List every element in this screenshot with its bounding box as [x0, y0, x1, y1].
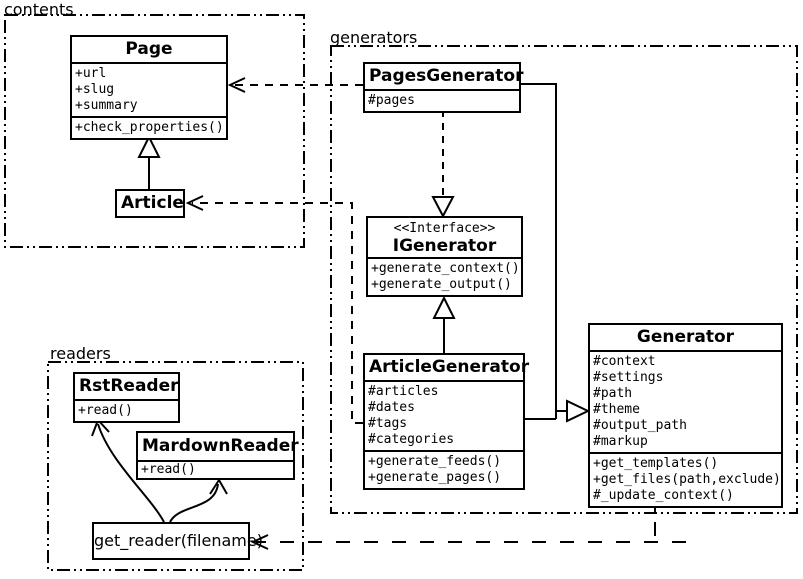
class-generator-methods: +get_templates() +get_files(path,exclude…	[590, 452, 781, 506]
class-articlegenerator-attributes: #articles #dates #tags #categories	[365, 380, 523, 450]
attribute: #articles	[368, 384, 439, 399]
package-generators-border	[330, 45, 798, 514]
attribute: #pages	[368, 93, 415, 108]
method: +read()	[141, 462, 196, 477]
class-mardownreader-title: MardownReader	[142, 436, 299, 456]
class-pagesgenerator: PagesGenerator #pages	[363, 62, 524, 113]
package-label-contents: contents	[4, 0, 74, 19]
class-articlegenerator-methods: +generate_feeds() +generate_pages()	[365, 450, 523, 488]
package-readers-border	[47, 361, 304, 571]
attribute: +summary	[75, 98, 138, 113]
realization-triangle-icon	[431, 196, 455, 219]
attribute: #markup	[593, 434, 648, 449]
generalization-generators-to-generator-line	[521, 83, 567, 420]
generalization-triangle-icon	[566, 399, 591, 423]
class-igenerator-title: IGenerator	[392, 236, 497, 256]
attribute: #tags	[368, 416, 408, 431]
class-generator-title: Generator	[636, 327, 735, 347]
method: +get_templates()	[593, 456, 719, 471]
class-articlegenerator-title: ArticleGenerator	[369, 357, 530, 377]
package-label-generators: generators	[330, 28, 418, 47]
method: +check_properties()	[75, 120, 224, 135]
class-rstreader: RstReader +read()	[73, 372, 180, 423]
method: +get_files(path,exclude)	[593, 472, 781, 487]
class-igenerator-methods: +generate_context() +generate_output()	[368, 257, 521, 295]
attribute: #theme	[593, 402, 640, 417]
class-generator: Generator #context #settings #path #them…	[588, 323, 783, 508]
generalization-triangle-icon	[432, 295, 456, 319]
method: +read()	[78, 403, 133, 418]
class-igenerator-stereotype: <<Interface>>	[393, 221, 496, 236]
class-rstreader-methods: +read()	[75, 399, 178, 421]
attribute: +slug	[75, 82, 115, 97]
class-mardownreader: MardownReader +read()	[136, 431, 299, 480]
class-article: Article	[115, 189, 185, 218]
arrow-getreader-to-rstreader-curve	[97, 423, 165, 523]
method: +generate_output()	[371, 277, 512, 292]
class-pagesgenerator-title: PagesGenerator	[369, 66, 524, 86]
class-articlegenerator: ArticleGenerator #articles #dates #tags …	[363, 353, 530, 490]
class-page: Page +url +slug +summary +check_properti…	[70, 35, 228, 140]
dependency-articlegenerator-to-article-line	[192, 202, 363, 424]
attribute: #context	[593, 354, 656, 369]
open-arrowhead-icon	[227, 77, 246, 93]
method: +generate_context()	[371, 261, 520, 276]
open-arrowhead-icon	[209, 478, 228, 495]
class-generator-attributes: #context #settings #path #theme #output_…	[590, 350, 781, 452]
open-arrowhead-icon	[185, 195, 204, 211]
method: +generate_feeds()	[368, 454, 502, 469]
node-get-reader: get_reader(filename)	[92, 522, 263, 560]
package-label-readers: readers	[50, 344, 111, 363]
class-article-title: Article	[121, 193, 184, 213]
class-pagesgenerator-attributes: #pages	[365, 89, 519, 111]
class-page-title: Page	[125, 39, 173, 59]
method: +generate_pages()	[368, 470, 502, 485]
class-page-methods: +check_properties()	[72, 116, 226, 138]
open-arrowhead-icon	[250, 534, 269, 550]
attribute: #dates	[368, 400, 415, 415]
method: #_update_context()	[593, 488, 734, 503]
attribute: #output_path	[593, 418, 687, 433]
class-rstreader-title: RstReader	[79, 376, 179, 396]
class-mardownreader-methods: +read()	[138, 460, 293, 478]
attribute: #path	[593, 386, 633, 401]
class-page-attributes: +url +slug +summary	[72, 62, 226, 116]
class-igenerator: <<Interface>> IGenerator +generate_conte…	[366, 216, 523, 297]
attribute: #categories	[368, 432, 455, 447]
package-contents-border	[4, 14, 305, 248]
attribute: #settings	[593, 370, 664, 385]
arrow-getreader-to-mardownreader-curve	[169, 483, 219, 523]
generalization-triangle-icon	[137, 134, 161, 158]
attribute: +url	[75, 66, 107, 81]
